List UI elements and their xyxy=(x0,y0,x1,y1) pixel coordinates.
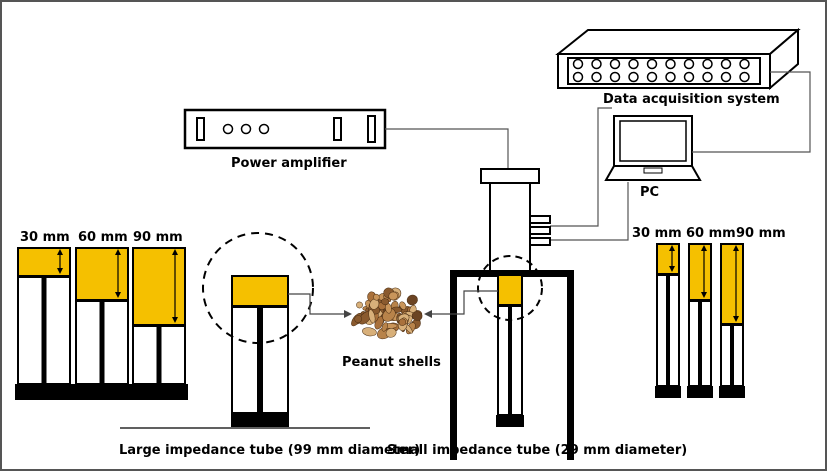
small-sample xyxy=(720,243,744,325)
daq-connector xyxy=(572,71,584,83)
piston-rod xyxy=(156,327,162,384)
arrow-head xyxy=(57,268,63,274)
shell-fragment xyxy=(411,311,423,321)
piston-head xyxy=(689,299,711,302)
large-tube-assembly xyxy=(202,232,314,427)
shell-fragment xyxy=(382,308,396,322)
cables xyxy=(385,71,811,241)
peanut-shells-image xyxy=(351,287,423,340)
arrow-head xyxy=(669,245,675,251)
arrow-head xyxy=(115,292,121,298)
amp-label: Power amplifier xyxy=(231,156,347,171)
large-zoom-circle xyxy=(202,232,314,344)
small-tube-sample xyxy=(497,274,523,306)
daq-connector xyxy=(591,71,602,83)
left-thickness-30: 30 mm xyxy=(20,230,70,245)
piston-rod xyxy=(666,276,670,386)
arrow-head xyxy=(733,245,739,251)
daq-device xyxy=(555,27,801,91)
piston-head xyxy=(721,323,743,326)
left-thickness-90: 90 mm xyxy=(133,230,183,245)
arrow-head xyxy=(701,292,707,298)
piston-rod xyxy=(698,302,702,386)
arrow-head xyxy=(733,316,739,322)
shell-fragment xyxy=(356,301,363,309)
shells-label: Peanut shells xyxy=(342,355,441,370)
right-thickness-30: 30 mm xyxy=(632,226,682,241)
daq-connector xyxy=(720,71,732,83)
shell-fragment xyxy=(354,315,363,323)
daq-connector xyxy=(739,58,750,70)
daq-connectors xyxy=(572,58,750,83)
shell-fragment xyxy=(406,294,418,306)
pc-label: PC xyxy=(640,185,659,200)
daq-connector xyxy=(628,71,639,83)
arrow-head xyxy=(669,266,675,272)
shell-fragment xyxy=(362,327,377,337)
small-sample xyxy=(656,243,680,275)
small-zoom-circle xyxy=(477,255,543,321)
arrow-head xyxy=(57,249,63,255)
daq-connector xyxy=(702,58,713,70)
shell-fragment xyxy=(385,327,397,338)
shell-fragment xyxy=(398,318,407,326)
piston-head xyxy=(18,275,70,278)
left-sample-tubes xyxy=(15,247,188,400)
left-thickness-60: 60 mm xyxy=(78,230,128,245)
shell-fragment xyxy=(399,301,407,310)
tube-base xyxy=(655,386,681,398)
small-sample xyxy=(688,243,712,301)
daq-connector xyxy=(739,71,750,83)
daq-connector xyxy=(646,71,658,83)
daq-connector xyxy=(665,71,676,83)
arrow-head xyxy=(172,317,178,323)
daq-connector xyxy=(702,71,713,83)
large-sample xyxy=(132,247,186,326)
piston-head xyxy=(657,273,679,276)
pc-laptop xyxy=(604,115,702,181)
shell-fragment xyxy=(373,293,380,301)
tube-base xyxy=(130,384,188,400)
arrow-head xyxy=(172,249,178,255)
daq-connector xyxy=(720,58,732,70)
piston-head xyxy=(133,324,185,327)
piston-rod xyxy=(41,278,47,384)
arrow-head xyxy=(701,245,707,251)
right-thickness-90: 90 mm xyxy=(736,226,786,241)
daq-connector xyxy=(609,58,621,70)
shell-fragment xyxy=(368,309,376,324)
arrows xyxy=(288,290,498,318)
tube-base xyxy=(719,386,745,398)
daq-connector xyxy=(591,58,602,70)
tube-base xyxy=(73,384,131,400)
shell-fragment xyxy=(381,298,390,306)
daq-connector xyxy=(683,58,695,70)
daq-connector xyxy=(646,58,658,70)
piston-head xyxy=(76,299,128,302)
piston-rod xyxy=(99,302,105,384)
large-sample xyxy=(75,247,129,301)
large-tube-sample xyxy=(231,275,289,307)
tube-base xyxy=(15,384,73,400)
tube-base xyxy=(687,386,713,398)
small-tube-caption: Small impedance tube (29 mm diameter) xyxy=(387,443,687,458)
right-thickness-60: 60 mm xyxy=(686,226,736,241)
shell-fragment xyxy=(381,322,388,332)
piston-rod xyxy=(730,326,734,386)
small-tube-assembly xyxy=(450,168,574,460)
daq-connector xyxy=(609,71,621,83)
large-sample xyxy=(17,247,71,277)
daq-label: Data acquisition system xyxy=(603,92,780,107)
large-tube-caption: Large impedance tube (99 mm diameter) xyxy=(119,443,420,458)
power-amplifier xyxy=(183,108,387,150)
daq-connector xyxy=(628,58,639,70)
daq-connector xyxy=(665,58,676,70)
arrow-head xyxy=(115,249,121,255)
right-sample-tubes xyxy=(655,243,745,398)
daq-connector xyxy=(683,71,695,83)
shell-fragment xyxy=(388,291,398,301)
daq-connector xyxy=(572,58,584,70)
